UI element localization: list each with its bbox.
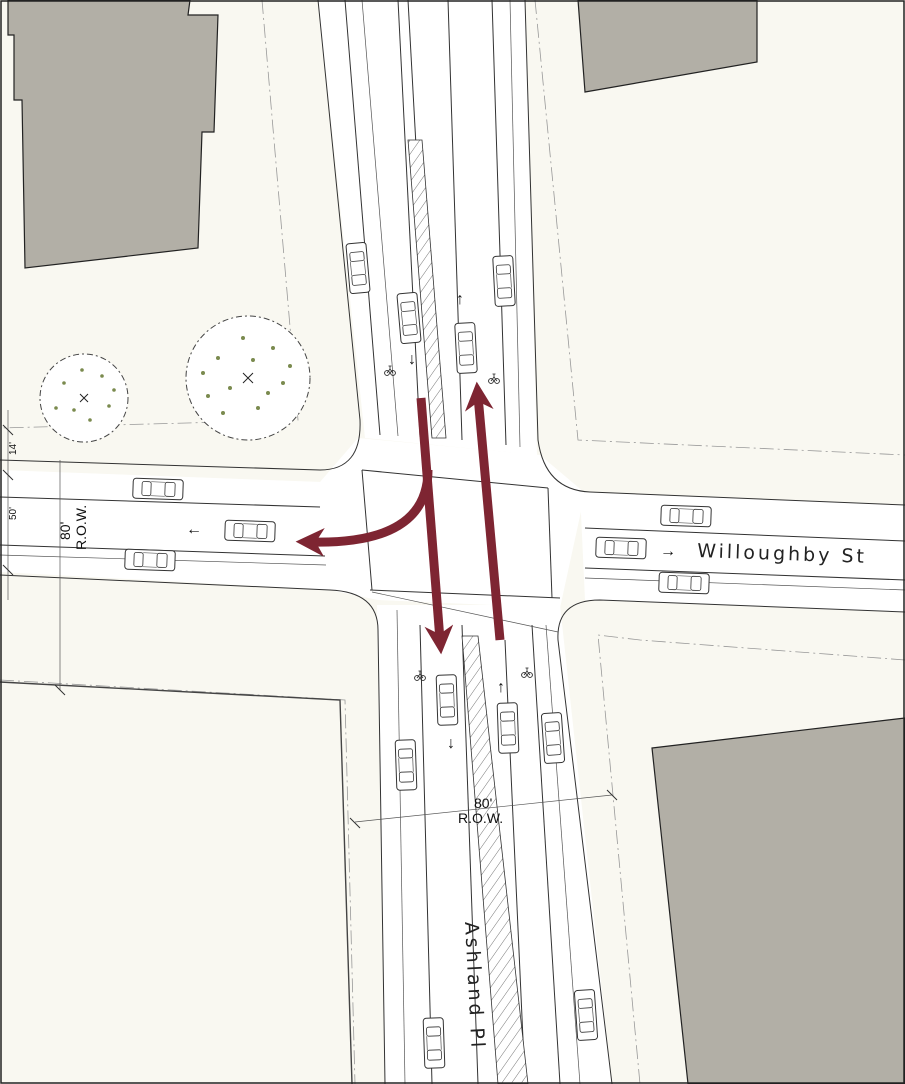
car-icon xyxy=(660,504,712,528)
arrow-down-icon: ↓ xyxy=(408,351,416,368)
building-northwest xyxy=(7,0,219,269)
crosswalk-lines xyxy=(361,469,561,633)
east-lane-stripes xyxy=(584,527,905,591)
car-icon xyxy=(345,241,371,295)
car-icon xyxy=(595,536,647,560)
building-southwest-outline xyxy=(0,681,353,1084)
car-icon xyxy=(658,571,710,595)
north-lane-stripes xyxy=(344,0,521,448)
direction-arrows: ↑ ↓ ← → ↑ ↓ xyxy=(186,291,676,752)
car-icon xyxy=(573,988,599,1042)
south-median-hatch xyxy=(461,635,529,1084)
car-icon xyxy=(132,477,184,501)
row-width-south: 80' xyxy=(474,795,492,811)
tree-icon xyxy=(185,315,311,441)
trees xyxy=(39,315,311,443)
route-southbound-right-turn xyxy=(295,469,433,557)
dimension-lines xyxy=(2,410,618,829)
arrow-down-icon: ↓ xyxy=(447,735,455,752)
dim-west-upper: 14' xyxy=(8,442,19,455)
building-northeast xyxy=(577,0,758,93)
car-icon xyxy=(124,548,176,572)
car-icon xyxy=(492,255,516,307)
dim-west-lower: 50' xyxy=(8,507,19,520)
building-southeast xyxy=(651,717,905,1084)
intersection-box xyxy=(320,438,585,608)
north-median-hatch xyxy=(407,139,447,439)
car-icon xyxy=(224,519,276,543)
arrow-up-icon: ↑ xyxy=(497,679,505,696)
arrow-left-icon: ← xyxy=(186,521,202,538)
route-southbound-through xyxy=(416,397,454,655)
car-icon xyxy=(454,322,478,374)
car-icon xyxy=(394,739,418,791)
tree-icon xyxy=(39,353,129,443)
arrow-up-icon: ↑ xyxy=(456,291,464,308)
row-abbr-south: R.O.W. xyxy=(458,810,503,826)
arrow-right-icon: → xyxy=(660,543,676,560)
car-icon xyxy=(422,1017,446,1069)
car-icon xyxy=(435,674,459,726)
south-lane-stripes xyxy=(396,609,581,1084)
route-northbound-through xyxy=(464,381,505,641)
route-arrows xyxy=(295,381,505,655)
row-abbr-west: R.O.W. xyxy=(73,505,89,550)
car-icon xyxy=(540,711,566,765)
car-icon xyxy=(496,702,520,754)
car-icon xyxy=(396,291,422,345)
row-width-west: 80' xyxy=(57,522,73,540)
